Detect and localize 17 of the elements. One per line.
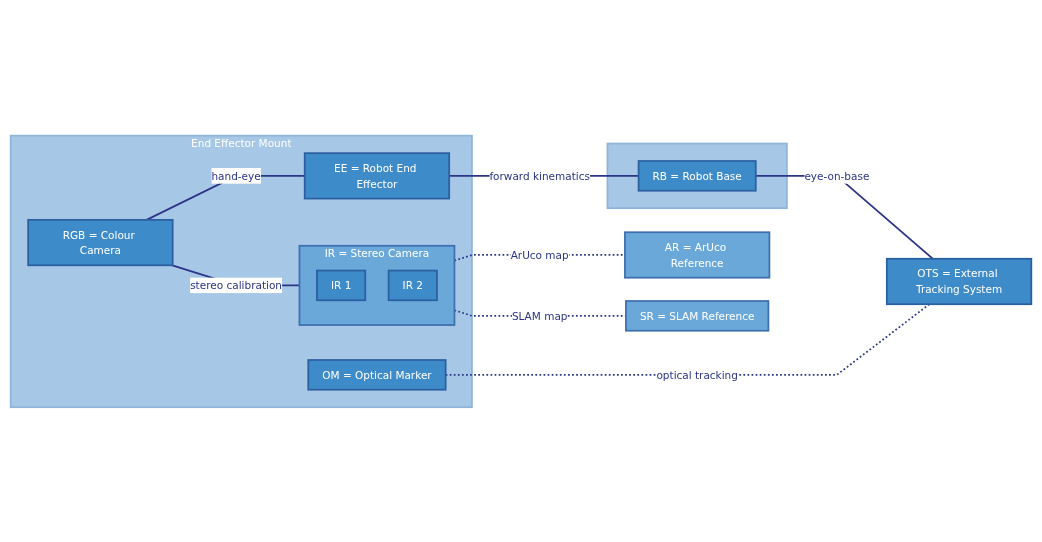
node-box: SR = SLAM Reference bbox=[625, 299, 770, 332]
node-box: OTS = External Tracking System bbox=[885, 257, 1033, 305]
cluster bbox=[606, 142, 788, 209]
edge-label: hand-eye bbox=[211, 169, 261, 182]
edge-label: SLAM map bbox=[511, 309, 568, 322]
node-box: IR 1 bbox=[316, 269, 367, 301]
node-box: EE = Robot End Effector bbox=[303, 151, 451, 200]
edge-label: optical tracking bbox=[656, 368, 738, 381]
edge-label: eye-on-base bbox=[804, 169, 870, 182]
node-box: OM = Optical Marker bbox=[307, 358, 447, 391]
node-box: RGB = Colour Camera bbox=[27, 218, 174, 266]
edge-label: forward kinematics bbox=[489, 169, 590, 182]
edge-label: ArUco map bbox=[510, 248, 569, 261]
node-box: IR 2 bbox=[387, 269, 438, 301]
node-box: AR = ArUco Reference bbox=[624, 230, 771, 279]
edge-label: stereo calibration bbox=[190, 278, 282, 292]
node-box: RB = Robot Base bbox=[637, 159, 757, 192]
